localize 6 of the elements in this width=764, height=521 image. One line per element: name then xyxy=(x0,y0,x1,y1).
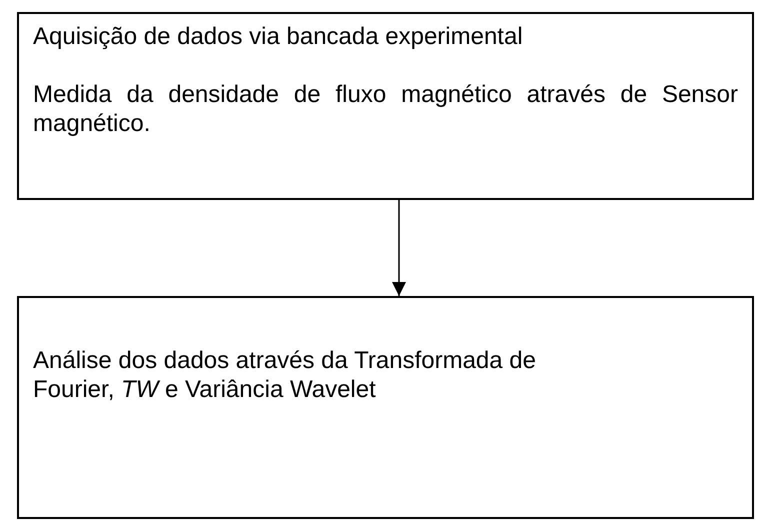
process-box xyxy=(17,12,754,200)
box-text: Análise dos dados através da Transformada de Fourier, TW e Variância Wavelet xyxy=(33,346,537,404)
process-box xyxy=(17,296,754,519)
box-text: Medida da densidade de fluxo magnético através de Sensor magnético. xyxy=(33,80,738,138)
arrow xyxy=(392,200,406,296)
box-heading: Aquisição de dados via bancada experimental xyxy=(33,22,524,51)
